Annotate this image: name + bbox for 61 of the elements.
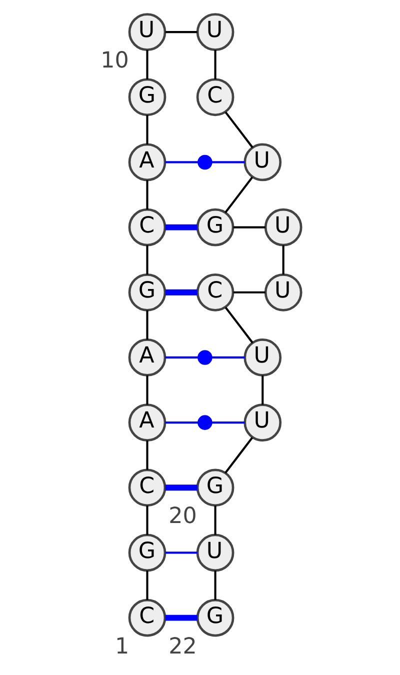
connector <box>211 422 244 424</box>
node-circle: A <box>128 143 166 182</box>
node-circle <box>197 415 212 430</box>
connector <box>232 291 265 294</box>
node-circle: U <box>264 273 302 312</box>
node-circle <box>197 154 212 170</box>
connector <box>214 506 216 535</box>
node-circle: C <box>196 273 234 312</box>
connector <box>211 356 244 358</box>
connector <box>232 226 265 228</box>
connector <box>164 484 197 491</box>
node-circle: G <box>128 273 166 312</box>
connector <box>164 161 198 164</box>
connector <box>164 614 197 621</box>
connector <box>224 436 253 474</box>
connector <box>224 112 253 148</box>
connector <box>146 570 148 600</box>
node-circle: U <box>264 208 302 246</box>
connector <box>164 422 198 424</box>
node-circle: A <box>128 404 166 442</box>
node-circle: G <box>128 534 166 572</box>
node-circle: G <box>128 78 166 116</box>
connector <box>214 50 216 80</box>
connector <box>146 375 148 405</box>
node-circle: C <box>128 598 166 637</box>
node-circle: U <box>196 13 234 51</box>
connector <box>214 570 216 600</box>
node-circle: G <box>196 598 234 637</box>
node-circle: C <box>128 208 166 246</box>
node-circle: U <box>243 143 282 182</box>
node-label: 22 <box>168 633 196 660</box>
node-label: 20 <box>168 503 196 530</box>
connector <box>164 552 197 554</box>
connector <box>164 289 197 296</box>
node-circle: U <box>128 13 166 51</box>
connector <box>261 375 264 405</box>
connector <box>164 356 198 358</box>
connector <box>146 440 148 470</box>
connector <box>146 506 148 535</box>
connector <box>146 50 148 80</box>
node-circle: C <box>196 78 234 116</box>
connector <box>224 306 253 344</box>
node-circle: A <box>128 338 166 376</box>
connector <box>282 245 284 275</box>
node-circle <box>197 350 212 365</box>
connector <box>211 161 244 164</box>
node-circle: U <box>196 534 234 572</box>
connector <box>164 31 197 34</box>
node-label: 10 <box>100 48 128 74</box>
node-circle: U <box>243 404 282 442</box>
connector <box>146 180 148 210</box>
node-label: 1 <box>114 633 129 660</box>
connector <box>146 245 148 275</box>
node-circle: G <box>196 468 234 507</box>
connector <box>224 176 253 214</box>
connector <box>164 224 197 230</box>
node-circle: C <box>128 468 166 507</box>
node-circle: G <box>196 208 234 246</box>
connector <box>146 115 148 144</box>
connector <box>146 310 148 340</box>
node-circle: U <box>243 338 282 376</box>
